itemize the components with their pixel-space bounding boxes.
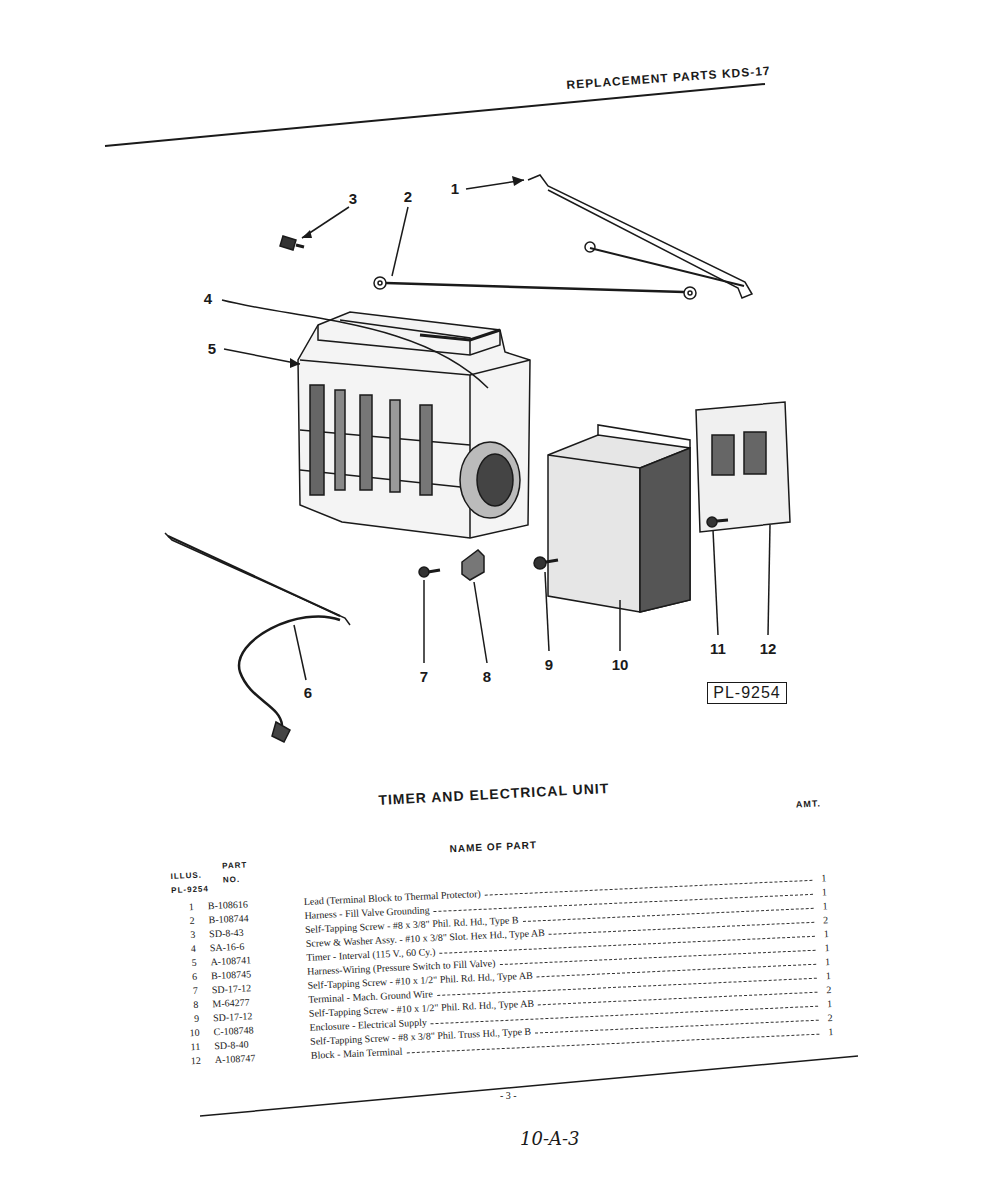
part-number: SD-8-40: [200, 1036, 310, 1052]
callout-number: 9: [545, 656, 553, 673]
illus-number: 7: [176, 985, 198, 997]
part-number: SD-17-12: [198, 980, 308, 996]
table-row: 1B-108616Lead (Terminal Block to Thermal…: [172, 870, 827, 913]
part-number: A-108741: [196, 952, 306, 968]
callout-number: 8: [483, 668, 491, 685]
dot-leader: [434, 894, 813, 912]
table-header: AMT.: [796, 798, 821, 809]
part-number: SD-8-43: [195, 924, 305, 940]
callout-number: 2: [404, 188, 412, 205]
table-header: ILLUS.: [170, 871, 202, 881]
callout-number: 5: [208, 340, 216, 357]
table-header: PL-9254: [171, 884, 209, 895]
amount: 1: [819, 1026, 833, 1038]
dot-leader: [499, 950, 815, 965]
part-number: A-108747: [201, 1050, 311, 1066]
part-number: B-108744: [194, 910, 304, 926]
amount: 1: [813, 886, 827, 898]
amount: 1: [818, 998, 832, 1010]
callout-number: 6: [304, 684, 312, 701]
callout-number: 10: [612, 656, 629, 673]
amount: 1: [817, 970, 831, 982]
handwritten-note: 10-A-3: [520, 1128, 580, 1149]
dot-leader: [537, 964, 816, 978]
part-number: B-108745: [197, 966, 307, 982]
callout-number: 4: [204, 290, 212, 307]
callout-number: 3: [349, 190, 357, 207]
part-number: SA-16-6: [196, 938, 306, 954]
illus-number: 6: [175, 971, 197, 983]
illus-number: 5: [174, 957, 196, 969]
illus-number: 2: [172, 915, 194, 927]
table-header: PART: [222, 860, 248, 870]
callout-number: 1: [451, 180, 459, 197]
part-name: Block - Main Terminal: [311, 1045, 407, 1060]
amount: 2: [817, 984, 831, 996]
illus-number: 10: [177, 1027, 199, 1039]
illus-number: 4: [174, 943, 196, 955]
amount: 2: [814, 914, 828, 926]
table-row: 11SD-8-40Self-Tapping Screw - #8 x 3/8" …: [178, 1010, 833, 1053]
figure-number-box: PL-9254: [707, 682, 787, 704]
dot-leader: [549, 922, 814, 935]
parts-table: AMT.ILLUS.PL-9254PARTNO.NAME OF PART1B-1…: [168, 790, 836, 1020]
figure-caption: TIMER AND ELECTRICAL UNIT: [378, 780, 610, 808]
callout-number: 12: [760, 640, 777, 657]
dot-leader: [538, 992, 817, 1006]
part-number: M-64277: [198, 994, 308, 1010]
illus-number: 1: [172, 901, 194, 913]
dot-leader: [485, 880, 813, 896]
illus-number: 3: [173, 929, 195, 941]
part-number: C-108748: [199, 1022, 309, 1038]
dot-leader: [523, 908, 814, 922]
amount: 1: [812, 872, 826, 884]
callout-number: 11: [710, 640, 726, 657]
amount: 1: [815, 942, 829, 954]
part-name: Lead (Terminal Block to Thermal Protecto…: [304, 888, 485, 907]
figure-number: PL-9254: [713, 684, 781, 702]
illus-number: 11: [178, 1041, 200, 1053]
part-number: B-108616: [194, 896, 304, 912]
amount: 2: [818, 1012, 832, 1024]
page-number: - 3 -: [500, 1090, 517, 1101]
page-header: REPLACEMENT PARTS KDS-17: [566, 64, 771, 92]
part-number: SD-17-12: [199, 1008, 309, 1024]
table-header: NO.: [223, 875, 241, 885]
table-row: 9SD-17-12Self-Tapping Screw - #10 x 1/2"…: [177, 982, 832, 1025]
table-row: 7SD-17-12Self-Tapping Screw - #10 x 1/2"…: [175, 954, 830, 997]
illus-number: 12: [179, 1055, 201, 1067]
illus-number: 8: [176, 999, 198, 1011]
amount: 1: [813, 900, 827, 912]
dot-leader: [535, 1020, 819, 1034]
callout-number: 7: [420, 668, 428, 685]
amount: 1: [816, 956, 830, 968]
illus-number: 9: [177, 1013, 199, 1025]
table-header: NAME OF PART: [449, 839, 537, 854]
amount: 1: [815, 928, 829, 940]
